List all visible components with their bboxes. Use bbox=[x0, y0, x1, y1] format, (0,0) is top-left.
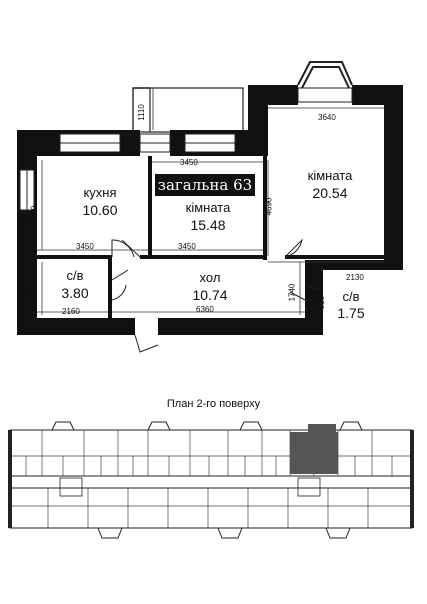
dim-balcony: 1110 bbox=[136, 104, 146, 121]
total-area-badge: загальна 63 bbox=[155, 174, 255, 196]
dim-room2-top: 3640 bbox=[318, 113, 336, 122]
room-label-hall: хол 10.74 bbox=[170, 270, 250, 303]
room-name: с/в bbox=[342, 289, 360, 304]
dim-hall-right: 1740 bbox=[287, 283, 297, 302]
dim-room1-bottom: 3450 bbox=[178, 242, 196, 251]
dim-room2-height: 4690 bbox=[264, 197, 274, 216]
room-area: 15.48 bbox=[190, 217, 226, 233]
dim-kitchen-bottom: 3450 bbox=[76, 242, 94, 251]
outer-walls bbox=[17, 85, 403, 335]
highlighted-apartment bbox=[290, 432, 338, 474]
highlighted-apartment-bay bbox=[308, 424, 336, 436]
floor-outer-wall bbox=[8, 430, 12, 528]
dim-room2-bottom: 2130 bbox=[346, 273, 364, 282]
room-area: 1.75 bbox=[337, 305, 365, 321]
room-name: кімната bbox=[185, 200, 231, 215]
windows bbox=[19, 87, 353, 211]
doors bbox=[111, 238, 319, 353]
room-name: с/в bbox=[66, 268, 84, 283]
room-area: 10.60 bbox=[82, 202, 118, 218]
floor-outer-wall bbox=[410, 430, 414, 528]
room-label-room1: кімната 15.48 bbox=[168, 200, 248, 233]
room-label-bath2: с/в 1.75 bbox=[326, 289, 376, 321]
dim-kitchen-height: 3060 bbox=[29, 205, 39, 224]
floor-overview-plan bbox=[8, 421, 414, 539]
room-name: кімната bbox=[307, 168, 353, 183]
room-name: хол bbox=[199, 270, 221, 285]
apartment-plan bbox=[17, 61, 403, 353]
dim-bath2-width: 920 bbox=[317, 295, 327, 310]
room-area: 10.74 bbox=[192, 287, 228, 303]
room-area: 20.54 bbox=[312, 185, 348, 201]
dim-hall-bottom: 6360 bbox=[196, 305, 214, 314]
bay-window bbox=[297, 61, 353, 89]
dim-bath1-height: 1830 bbox=[29, 281, 39, 300]
dimension-lines bbox=[37, 88, 384, 315]
floor-plan-title: План 2-го поверху bbox=[166, 398, 261, 410]
room-label-bath1: с/в 3.80 bbox=[50, 268, 100, 301]
room-label-kitchen: кухня 10.60 bbox=[60, 185, 140, 218]
inner-walls bbox=[37, 156, 385, 321]
dim-bath1-bottom: 2160 bbox=[62, 307, 80, 316]
balcony bbox=[132, 87, 244, 133]
room-area: 3.80 bbox=[61, 285, 89, 301]
room-label-room2: кімната 20.54 bbox=[290, 168, 370, 201]
dim-room1-top: 3450 bbox=[180, 158, 198, 167]
room-name: кухня bbox=[83, 185, 117, 200]
